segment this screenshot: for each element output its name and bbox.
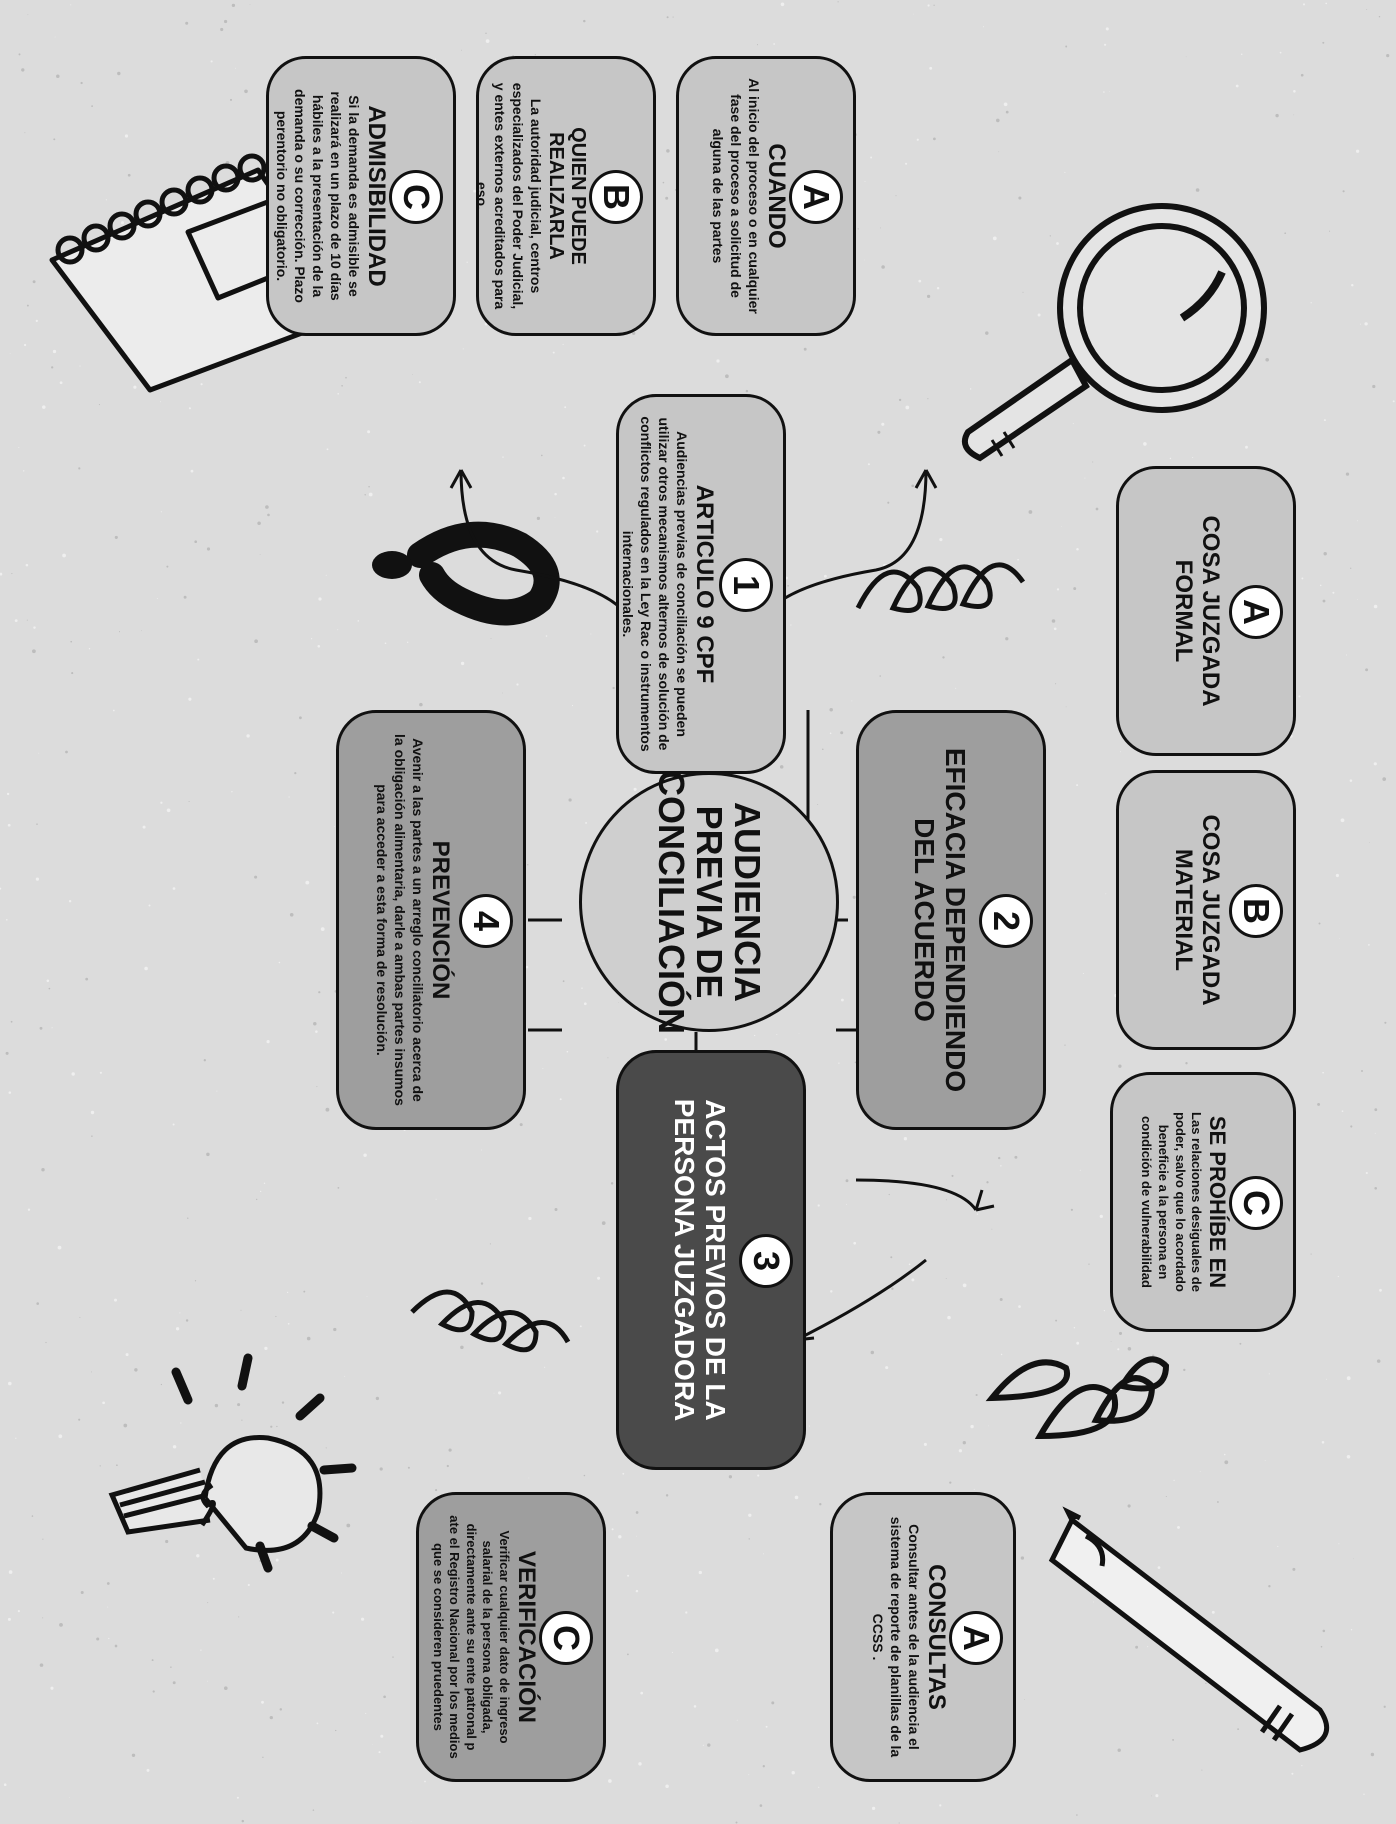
child-title: CONSULTAS: [922, 1513, 949, 1761]
child-title: COSA JUZGADA FORMAL: [1169, 487, 1223, 735]
letter-badge: B: [1229, 884, 1283, 938]
child-text: La autoridad judicial, centros especiali…: [473, 77, 545, 315]
branch3-child-a: A CONSULTAS Consultar antes de la audien…: [830, 1492, 1016, 1782]
branch1-number: 1: [719, 558, 773, 612]
child-text: Las relaciones desiguales de poder, salv…: [1138, 1093, 1205, 1311]
branch1-title: ARTICULO 9 CPF: [690, 415, 717, 753]
branch4-text: Avenir a las partes a un arreglo concili…: [372, 731, 426, 1109]
branch2-number: 2: [979, 894, 1033, 948]
branch2-child-b: B COSA JUZGADA MATERIAL: [1116, 770, 1296, 1050]
letter-badge: C: [539, 1611, 593, 1665]
branch2-node: 2 EFICACIA DEPENDIENDO DEL ACUERDO: [856, 710, 1046, 1130]
child-text: Al inicio del proceso o en cualquier fas…: [708, 77, 762, 315]
branch3-child-c: C VERIFICACIÓN Verificar cualquier dato …: [416, 1492, 606, 1782]
branch1-child-a: A CUANDO Al inicio del proceso o en cual…: [676, 56, 856, 336]
child-text: Verificar cualquier dato de ingreso sala…: [429, 1513, 512, 1761]
child-title: SE PROHÍBE EN: [1204, 1093, 1229, 1311]
letter-badge: A: [789, 170, 843, 224]
letter-badge: A: [1229, 585, 1283, 639]
branch2-child-a: A COSA JUZGADA FORMAL: [1116, 466, 1296, 756]
letter-badge: A: [949, 1611, 1003, 1665]
child-title: COSA JUZGADA MATERIAL: [1169, 791, 1223, 1029]
branch1-text: Audiencias previas de conciliación se pu…: [619, 415, 691, 753]
child-title: CUANDO: [762, 77, 789, 315]
child-title: QUIEN PUEDE REALIZARLA: [544, 77, 589, 315]
branch2-child-c: C SE PROHÍBE EN Las relaciones desiguale…: [1110, 1072, 1296, 1332]
branch3-node: 3 ACTOS PREVIOS DE LA PERSONA JUZGADORA: [616, 1050, 806, 1470]
letter-badge: C: [389, 170, 443, 224]
center-title: AUDIENCIA PREVIA DE CONCILIACIÓN: [652, 770, 765, 1034]
branch4-number: 4: [459, 894, 513, 948]
letter-badge: B: [589, 170, 643, 224]
branch1-child-c: C ADMISIBILIDAD Si la demanda es admisib…: [266, 56, 456, 336]
branch4-node: 4 PREVENCIÓN Avenir a las partes a un ar…: [336, 710, 526, 1130]
branch1-node: 1 ARTICULO 9 CPF Audiencias previas de c…: [616, 394, 786, 774]
branch1-child-b: B QUIEN PUEDE REALIZARLA La autoridad ju…: [476, 56, 656, 336]
branch4-title: PREVENCIÓN: [426, 731, 453, 1109]
child-text: Si la demanda es admisible se realizará …: [273, 77, 363, 315]
branch3-number: 3: [739, 1234, 793, 1288]
branch3-title: ACTOS PREVIOS DE LA PERSONA JUZGADORA: [668, 1071, 731, 1449]
letter-badge: C: [1229, 1176, 1283, 1230]
child-text: Consultar antes de la audiencia el siste…: [868, 1513, 922, 1761]
child-title: ADMISIBILIDAD: [362, 77, 389, 315]
child-title: VERIFICACIÓN: [512, 1513, 539, 1761]
center-node: AUDIENCIA PREVIA DE CONCILIACIÓN: [579, 772, 839, 1032]
branch2-title: EFICACIA DEPENDIENDO DEL ACUERDO: [908, 731, 971, 1109]
